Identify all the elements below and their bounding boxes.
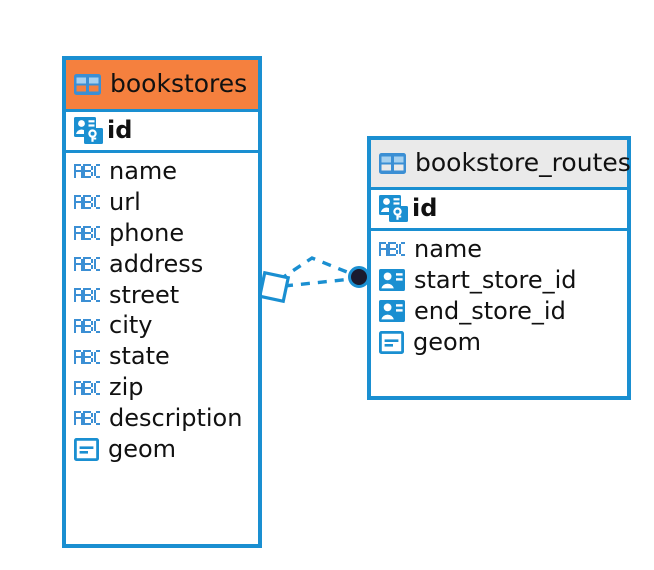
primary-key-section: id (371, 190, 627, 231)
table-icon (379, 152, 406, 174)
column-row-start-store-id[interactable]: start_store_id (371, 265, 627, 296)
abc-text-icon (74, 318, 100, 333)
entity-bookstores[interactable]: bookstores id (62, 56, 262, 548)
abc-text-icon (379, 242, 405, 257)
column-label: start_store_id (414, 265, 577, 294)
entity-bookstore-routes[interactable]: bookstore_routes (367, 136, 631, 400)
column-label: street (109, 280, 180, 309)
table-icon (74, 73, 101, 95)
column-label: address (109, 249, 204, 278)
column-label: id (412, 194, 438, 223)
abc-text-icon (74, 164, 100, 179)
abc-text-icon (74, 257, 100, 272)
abc-text-icon (74, 226, 100, 241)
entity-header-bookstore-routes[interactable]: bookstore_routes (371, 140, 631, 190)
geometry-icon (73, 437, 100, 461)
entity-title: bookstores (110, 68, 248, 98)
column-row-phone[interactable]: phone (66, 218, 258, 249)
column-label: geom (108, 434, 177, 463)
column-row-description[interactable]: description (66, 403, 258, 434)
column-row-zip[interactable]: zip (66, 372, 258, 403)
column-row-geom[interactable]: geom (66, 434, 258, 465)
entity-title: bookstore_routes (415, 147, 631, 177)
column-label: geom (413, 327, 482, 356)
abc-text-icon (74, 287, 100, 302)
abc-text-icon (74, 411, 100, 426)
column-row-url[interactable]: url (66, 187, 258, 218)
abc-text-icon (74, 349, 100, 364)
column-label: url (109, 187, 141, 216)
column-row-id[interactable]: id (66, 115, 258, 146)
column-label: city (109, 311, 153, 340)
column-row-id[interactable]: id (371, 193, 627, 224)
column-label: description (109, 404, 243, 432)
column-row-geom[interactable]: geom (371, 327, 627, 358)
primary-key-icon (379, 195, 408, 222)
entity-header-bookstores[interactable]: bookstores (66, 60, 258, 112)
column-label: zip (109, 373, 144, 402)
primary-key-icon (74, 117, 103, 144)
filled-circle-marker (348, 266, 370, 288)
abc-text-icon (74, 380, 100, 395)
geometry-icon (378, 330, 405, 354)
column-row-name[interactable]: name (66, 156, 258, 187)
column-row-end-store-id[interactable]: end_store_id (371, 296, 627, 327)
column-label: phone (109, 218, 185, 247)
column-row-city[interactable]: city (66, 310, 258, 341)
column-row-address[interactable]: address (66, 249, 258, 280)
relationship-line-arc (278, 256, 353, 282)
column-label: name (414, 235, 483, 263)
foreign-key-icon (379, 300, 405, 323)
primary-key-section: id (66, 112, 258, 153)
abc-text-icon (74, 195, 100, 210)
column-label: id (107, 116, 133, 145)
column-row-state[interactable]: state (66, 341, 258, 372)
column-row-street[interactable]: street (66, 280, 258, 311)
column-label: end_store_id (414, 296, 566, 325)
columns-section: name u (66, 153, 258, 470)
column-row-name[interactable]: name (371, 234, 627, 265)
rhombus-marker (257, 270, 291, 304)
columns-section: name start_store_id (371, 231, 627, 363)
column-label: name (109, 157, 178, 185)
relationship-line-straight (283, 277, 353, 288)
foreign-key-icon (379, 269, 405, 292)
column-label: state (109, 342, 170, 371)
